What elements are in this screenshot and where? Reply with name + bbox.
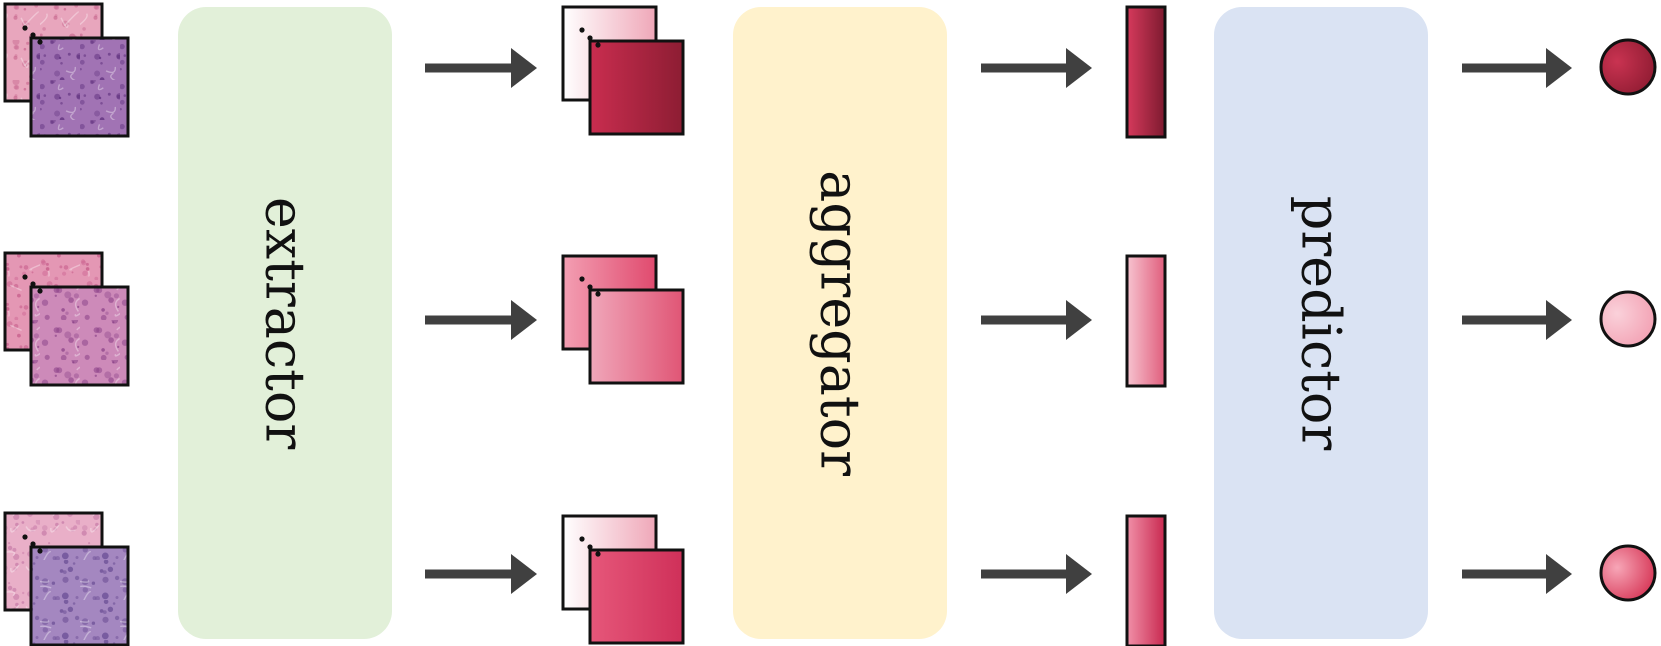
stage-predictor: predictor	[1214, 7, 1428, 639]
arrow-to-features	[425, 48, 537, 88]
arrow-to-vector	[981, 48, 1092, 88]
pipeline-row-3	[3, 511, 1657, 646]
stack-ellipsis	[22, 274, 43, 294]
pipeline-row-1	[3, 2, 1657, 139]
arrow-to-features	[425, 300, 537, 340]
input-tissue-stack	[3, 251, 130, 387]
tile-ellipsis	[579, 27, 601, 48]
prediction-output	[1599, 544, 1657, 602]
aggregated-vector	[1125, 5, 1167, 139]
arrow-to-vector	[981, 554, 1092, 594]
stack-ellipsis	[22, 534, 43, 554]
aggregated-vector	[1125, 254, 1167, 388]
feature-tile-stack	[561, 254, 685, 385]
aggregated-vector	[1125, 514, 1167, 646]
input-tissue-stack	[3, 2, 130, 138]
prediction-output	[1599, 290, 1657, 348]
stage-extractor: extractor	[178, 7, 392, 639]
input-tissue-stack	[3, 511, 130, 646]
stage-aggregator-label: aggregator	[809, 170, 872, 476]
tile-ellipsis	[579, 536, 601, 557]
tile-ellipsis	[579, 276, 601, 297]
pipeline-row-2	[3, 251, 1657, 388]
arrow-to-output	[1462, 300, 1572, 340]
arrow-to-output	[1462, 48, 1572, 88]
arrow-to-vector	[981, 300, 1092, 340]
prediction-output	[1599, 38, 1657, 96]
stage-predictor-label: predictor	[1290, 196, 1353, 451]
stack-ellipsis	[22, 25, 43, 45]
feature-tile-stack	[561, 5, 685, 136]
arrow-to-features	[425, 554, 537, 594]
stage-aggregator: aggregator	[733, 7, 947, 639]
feature-tile-stack	[561, 514, 685, 645]
arrow-to-output	[1462, 554, 1572, 594]
stage-extractor-label: extractor	[254, 197, 317, 450]
